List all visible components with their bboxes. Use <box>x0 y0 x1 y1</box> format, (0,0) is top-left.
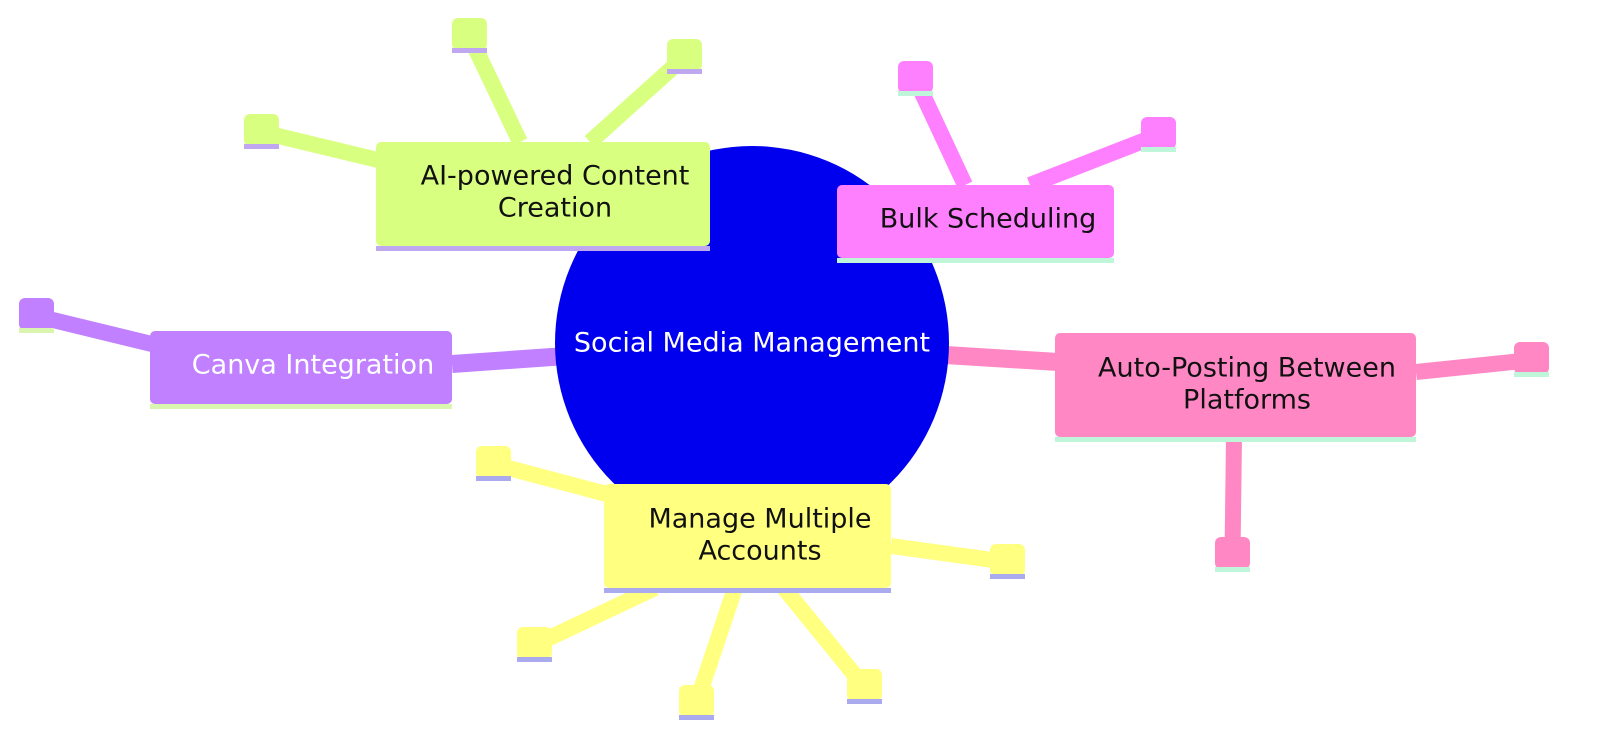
ai-content-node-label: AI-powered Content <box>421 161 690 192</box>
multiple-accounts-leaf-node[interactable] <box>517 627 552 662</box>
auto-posting-leaf-node[interactable] <box>1514 342 1549 377</box>
canva-integration-leaf-underline <box>19 328 54 333</box>
canva-integration-leaf-box <box>19 298 54 330</box>
auto-posting-leaf-connector <box>1224 436 1242 556</box>
bulk-scheduling-node-label: Bulk Scheduling <box>880 204 1097 235</box>
canva-integration-node[interactable]: Canva Integration <box>150 331 452 409</box>
ai-content-leaf-connector <box>462 32 528 146</box>
bulk-scheduling-leaf-node[interactable] <box>1141 117 1176 152</box>
bulk-scheduling-node-box <box>837 185 1114 258</box>
auto-posting-leaf-underline <box>1215 567 1250 572</box>
auto-posting-leaf-node[interactable] <box>1215 537 1250 572</box>
ai-content-node-underline <box>376 246 710 251</box>
root-node-label: Social Media Management <box>574 328 930 359</box>
canva-integration-node-label: Canva Integration <box>192 350 434 381</box>
auto-posting-leaf-underline <box>1514 372 1549 377</box>
multiple-accounts-leaf-node[interactable] <box>679 685 714 720</box>
bulk-scheduling-node-underline <box>837 258 1114 263</box>
ai-content-leaf-box <box>244 114 279 146</box>
multiple-accounts-leaf-node[interactable] <box>476 446 511 481</box>
canva-integration-leaf-node[interactable] <box>19 298 54 333</box>
ai-content-leaf-node[interactable] <box>452 18 487 53</box>
ai-content-leaf-node[interactable] <box>244 114 279 149</box>
bulk-scheduling-leaf-box <box>1141 117 1176 149</box>
ai-content-leaf-node[interactable] <box>667 39 702 74</box>
multiple-accounts-leaf-box <box>847 669 882 701</box>
canva-integration-node-box <box>150 331 452 404</box>
ai-content-leaf-connector <box>259 124 380 168</box>
multiple-accounts-leaf-node[interactable] <box>847 669 882 704</box>
bulk-scheduling-leaf-underline <box>1141 147 1176 152</box>
multiple-accounts-leaf-box <box>517 627 552 659</box>
bulk-scheduling-leaf-connector <box>1027 127 1162 193</box>
multiple-accounts-leaf-connector <box>531 580 659 653</box>
bulk-scheduling-leaf-connector <box>908 75 973 189</box>
multiple-accounts-leaf-connector <box>688 585 743 706</box>
ai-content-leaf-underline <box>667 69 702 74</box>
multiple-accounts-leaf-node[interactable] <box>990 544 1025 579</box>
multiple-accounts-node-label: Accounts <box>698 536 821 567</box>
canva-integration-leaf-connector <box>34 308 162 354</box>
ai-content-leaf-box <box>667 39 702 71</box>
multiple-accounts-leaf-underline <box>990 574 1025 579</box>
ai-content-node-box <box>376 142 710 246</box>
multiple-accounts-node-underline <box>604 588 891 593</box>
multiple-accounts-leaf-box <box>990 544 1025 576</box>
multiple-accounts-leaf-underline <box>847 699 882 704</box>
multiple-accounts-leaf-box <box>679 685 714 717</box>
bulk-scheduling-node[interactable]: Bulk Scheduling <box>837 185 1114 263</box>
bulk-scheduling-leaf-box <box>898 61 933 93</box>
leaves-layer <box>19 18 1549 720</box>
auto-posting-leaf-box <box>1514 342 1549 374</box>
ai-content-leaf-underline <box>452 48 487 53</box>
auto-posting-leaf-box <box>1215 537 1250 569</box>
canva-integration-node-underline <box>150 404 452 409</box>
multiple-accounts-node-box <box>604 484 891 588</box>
multiple-accounts-leaf-underline <box>679 715 714 720</box>
ai-content-leaf-underline <box>244 144 279 149</box>
auto-posting-node-underline <box>1055 437 1416 442</box>
bulk-scheduling-leaf-underline <box>898 91 933 96</box>
auto-posting-node-label: Auto-Posting Between <box>1098 353 1396 384</box>
ai-content-leaf-box <box>452 18 487 50</box>
ai-content-node-label: Creation <box>498 193 612 224</box>
multiple-accounts-leaf-underline <box>517 657 552 662</box>
multiple-accounts-leaf-box <box>476 446 511 478</box>
auto-posting-node-box <box>1055 333 1416 437</box>
multiple-accounts-leaf-underline <box>476 476 511 481</box>
multiple-accounts-leaf-connector <box>491 456 617 504</box>
auto-posting-leaf-connector <box>1415 352 1533 380</box>
multiple-accounts-node-label: Manage Multiple <box>648 504 871 535</box>
auto-posting-node-label: Platforms <box>1183 385 1311 416</box>
multiple-accounts-leaf-connector <box>889 538 1009 570</box>
bulk-scheduling-leaf-node[interactable] <box>898 61 933 96</box>
